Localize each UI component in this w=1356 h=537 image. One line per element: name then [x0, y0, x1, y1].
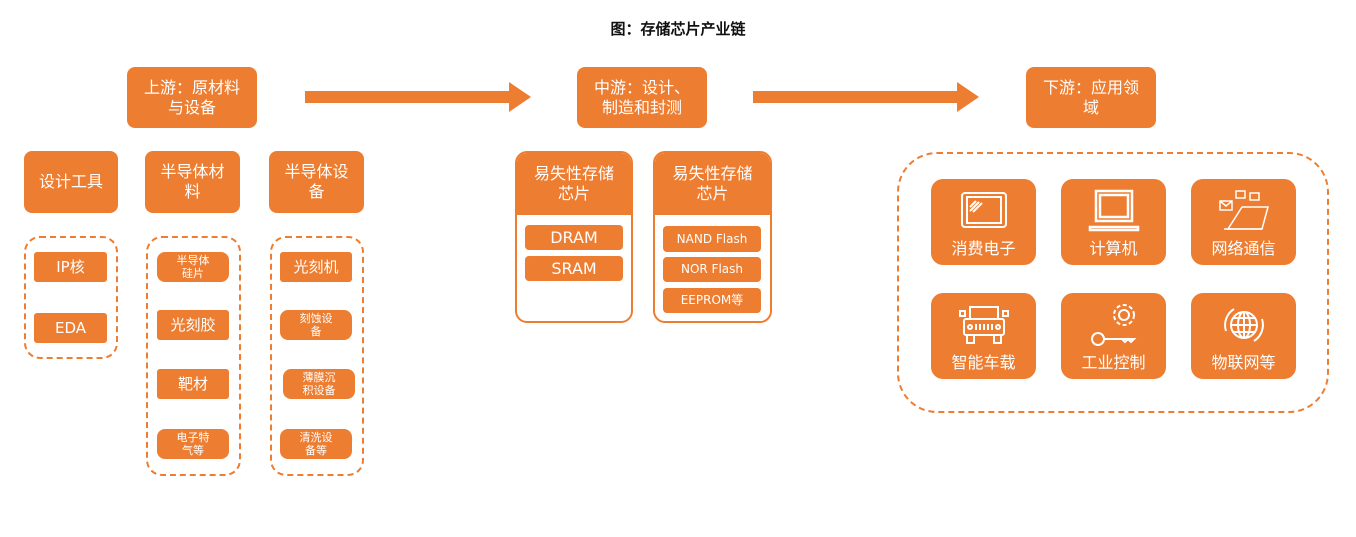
design-tools-container: [24, 236, 118, 359]
item-nand-flash: NAND Flash: [663, 226, 761, 252]
item-nor-flash: NOR Flash: [663, 257, 761, 282]
item-target: 靶材: [157, 369, 229, 399]
arrow-right-icon: [753, 82, 979, 112]
diagram-title: 图：存储芯片产业链: [610, 20, 746, 38]
upstream-header: 上游：原材料与设备: [127, 67, 257, 128]
app-label: 工业控制: [1081, 353, 1146, 372]
midstream-header: 中游：设计、制造和封测: [577, 67, 707, 128]
app-label: 网络通信: [1211, 239, 1276, 258]
item-lithography: 光刻机: [280, 252, 352, 282]
app-industrial-control: 工业控制: [1061, 293, 1166, 379]
app-automotive: 智能车载: [931, 293, 1036, 379]
item-cleaning: 清洗设备等: [280, 429, 352, 459]
item-eeprom: EEPROM等: [663, 288, 761, 313]
tablet-icon: [960, 192, 1007, 228]
group-header-design-tools: 设计工具: [24, 151, 118, 213]
item-dram: DRAM: [525, 225, 623, 250]
applications-container: [897, 152, 1329, 413]
equipment-container: [270, 236, 364, 476]
car-icon: [958, 306, 1009, 344]
item-sram: SRAM: [525, 256, 623, 281]
app-consumer-electronics: 消费电子: [931, 179, 1036, 265]
arrow-right-icon: [305, 82, 531, 112]
materials-container: [146, 236, 241, 476]
globe-icon: [1223, 308, 1264, 342]
downstream-header: 下游：应用领域: [1026, 67, 1156, 128]
item-specialty-gas: 电子特气等: [157, 429, 229, 459]
group-header-materials: 半导体材料: [145, 151, 240, 213]
app-computer: 计算机: [1061, 179, 1166, 265]
group-header-volatile: 易失性存储芯片: [517, 153, 631, 215]
app-network: 网络通信: [1191, 179, 1296, 265]
laptop-icon: [1088, 189, 1139, 232]
app-label: 物联网等: [1211, 353, 1276, 372]
nonvolatile-memory-box: 易失性存储芯片 NAND Flash NOR Flash EEPROM等: [653, 151, 772, 323]
group-header-nonvolatile: 易失性存储芯片: [655, 153, 770, 215]
item-silicon-wafer: 半导体硅片: [157, 252, 229, 282]
volatile-memory-box: 易失性存储芯片 DRAM SRAM: [515, 151, 633, 323]
app-label: 计算机: [1089, 239, 1138, 258]
app-label: 消费电子: [951, 239, 1016, 258]
app-iot: 物联网等: [1191, 293, 1296, 379]
item-photoresist: 光刻胶: [157, 310, 229, 340]
app-label: 智能车载: [951, 353, 1016, 372]
item-deposition: 薄膜沉积设备: [283, 369, 355, 399]
gear-key-icon: [1090, 304, 1136, 346]
item-eda: EDA: [34, 313, 107, 343]
item-ip-core: IP核: [34, 252, 107, 282]
group-header-equipment: 半导体设备: [269, 151, 364, 213]
mail-laptop-icon: [1218, 190, 1269, 230]
item-etching: 刻蚀设备: [280, 310, 352, 340]
